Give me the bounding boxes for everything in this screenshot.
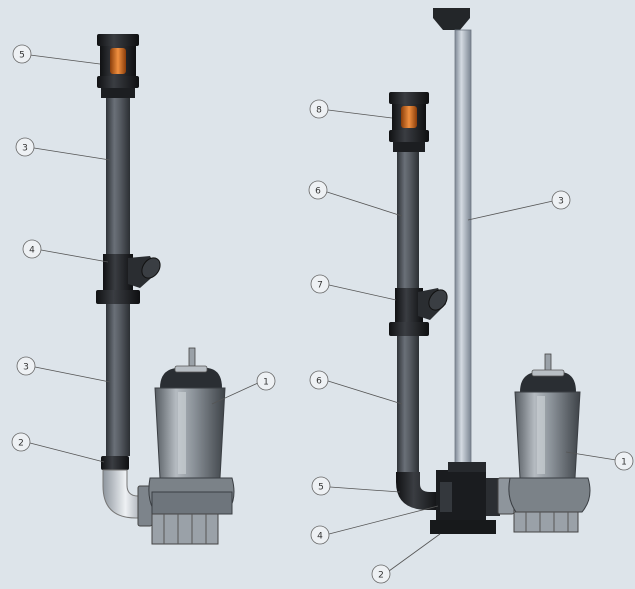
right-upper-pipe — [397, 152, 419, 288]
callout-right-1: 1 — [565, 451, 634, 471]
callout-right-8: 8 — [309, 99, 393, 119]
callout-right-4: 4 — [310, 505, 439, 545]
callout-left-3-upper: 3 — [15, 137, 111, 161]
right-callouts: 8 6 3 7 6 1 5 — [308, 99, 634, 584]
callout-right-6-lower: 6 — [309, 370, 403, 405]
right-elbow — [396, 472, 440, 510]
left-callouts: 5 3 4 3 2 1 — [11, 44, 276, 463]
callout-label: 8 — [316, 106, 322, 116]
callout-label: 4 — [29, 246, 35, 256]
left-check-valve — [97, 34, 139, 98]
left-upper-pipe — [106, 98, 130, 254]
callout-label: 3 — [23, 363, 29, 373]
callout-label: 2 — [378, 571, 384, 581]
left-lower-pipe — [106, 304, 130, 456]
callout-label: 2 — [18, 439, 24, 449]
left-coupling — [101, 456, 129, 470]
right-assembly — [389, 8, 591, 534]
callout-label: 3 — [22, 144, 28, 154]
callout-right-7: 7 — [310, 274, 397, 301]
callout-right-5: 5 — [311, 476, 401, 496]
callout-left-2: 2 — [11, 432, 105, 463]
callout-right-6-upper: 6 — [308, 180, 403, 217]
callout-label: 6 — [316, 377, 322, 387]
left-assembly — [96, 34, 235, 545]
callout-right-2: 2 — [371, 533, 441, 584]
callout-left-4: 4 — [22, 239, 109, 263]
right-guide-rail — [433, 8, 472, 471]
callout-label: 3 — [558, 197, 564, 207]
callout-left-5: 5 — [12, 44, 101, 65]
left-y-fitting — [96, 254, 161, 304]
callout-left-3-lower: 3 — [16, 356, 111, 383]
right-y-fitting — [389, 288, 448, 336]
callout-label: 4 — [317, 532, 323, 542]
right-check-valve — [389, 92, 429, 152]
callout-label: 1 — [263, 378, 269, 388]
callout-label: 7 — [317, 281, 323, 291]
callout-right-3: 3 — [467, 190, 571, 221]
callout-left-1: 1 — [211, 371, 276, 405]
callout-label: 5 — [19, 51, 25, 61]
right-lower-pipe — [397, 336, 419, 472]
left-pump — [148, 347, 235, 545]
right-duckfoot-base — [430, 462, 500, 534]
callout-label: 1 — [621, 458, 627, 468]
callout-label: 5 — [318, 483, 324, 493]
callout-label: 6 — [315, 187, 321, 197]
right-pump — [508, 353, 591, 533]
